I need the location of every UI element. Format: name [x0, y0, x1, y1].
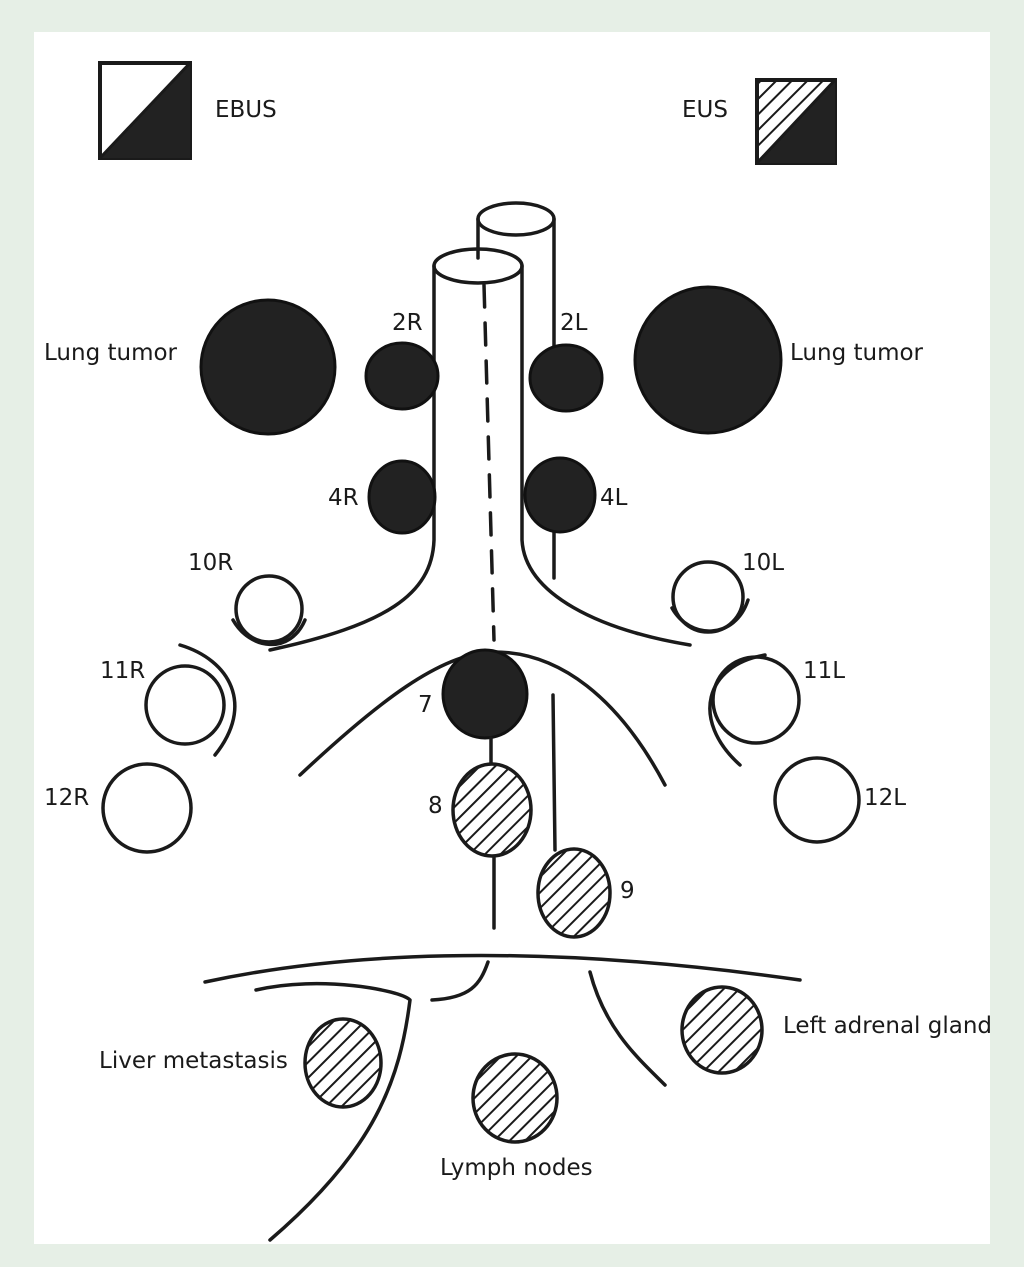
node-11L [713, 657, 799, 743]
node-9 [538, 849, 610, 937]
liver-metastasis-node [305, 1019, 381, 1107]
node-8 [453, 764, 531, 856]
node-10L-label: 10L [742, 550, 784, 576]
node-12R [103, 764, 191, 852]
node-11R [146, 666, 224, 744]
node-4R-label: 4R [328, 485, 359, 511]
lymph-nodes-node [473, 1054, 557, 1142]
lung-tumor-left-node [635, 287, 781, 433]
legend-eus-icon [757, 80, 835, 163]
legend-eus-label: EUS [682, 97, 728, 123]
node-12L-label: 12L [864, 785, 906, 811]
node-10R-label: 10R [188, 550, 233, 576]
lung-tumor-left-label: Lung tumor [790, 340, 924, 366]
node-7-label: 7 [418, 692, 433, 718]
node-8-label: 8 [428, 793, 443, 819]
node-4L [525, 458, 595, 532]
node-9-label: 9 [620, 878, 635, 904]
node-4R [369, 461, 435, 533]
diaphragm [205, 955, 800, 982]
left-adrenal-gland-node [682, 987, 762, 1073]
node-12R-label: 12R [44, 785, 89, 811]
node-10R [236, 576, 302, 642]
node-2R-label: 2R [392, 310, 423, 336]
node-12L [775, 758, 859, 842]
node-11L-label: 11L [803, 658, 845, 684]
legend-ebus-icon [100, 63, 190, 158]
lung-tumor-right-node [201, 300, 335, 434]
lung-tumor-right-label: Lung tumor [44, 340, 178, 366]
node-2R [366, 343, 438, 409]
lymph-nodes-label: Lymph nodes [440, 1155, 593, 1181]
node-11R-label: 11R [100, 658, 145, 684]
node-2L-label: 2L [560, 310, 588, 336]
liver-metastasis-label: Liver metastasis [99, 1048, 288, 1074]
legend-ebus-label: EBUS [215, 97, 277, 123]
node-2L [530, 345, 602, 411]
node-7 [443, 650, 527, 738]
left-adrenal-gland-label: Left adrenal gland [783, 1013, 992, 1039]
node-4L-label: 4L [600, 485, 628, 511]
